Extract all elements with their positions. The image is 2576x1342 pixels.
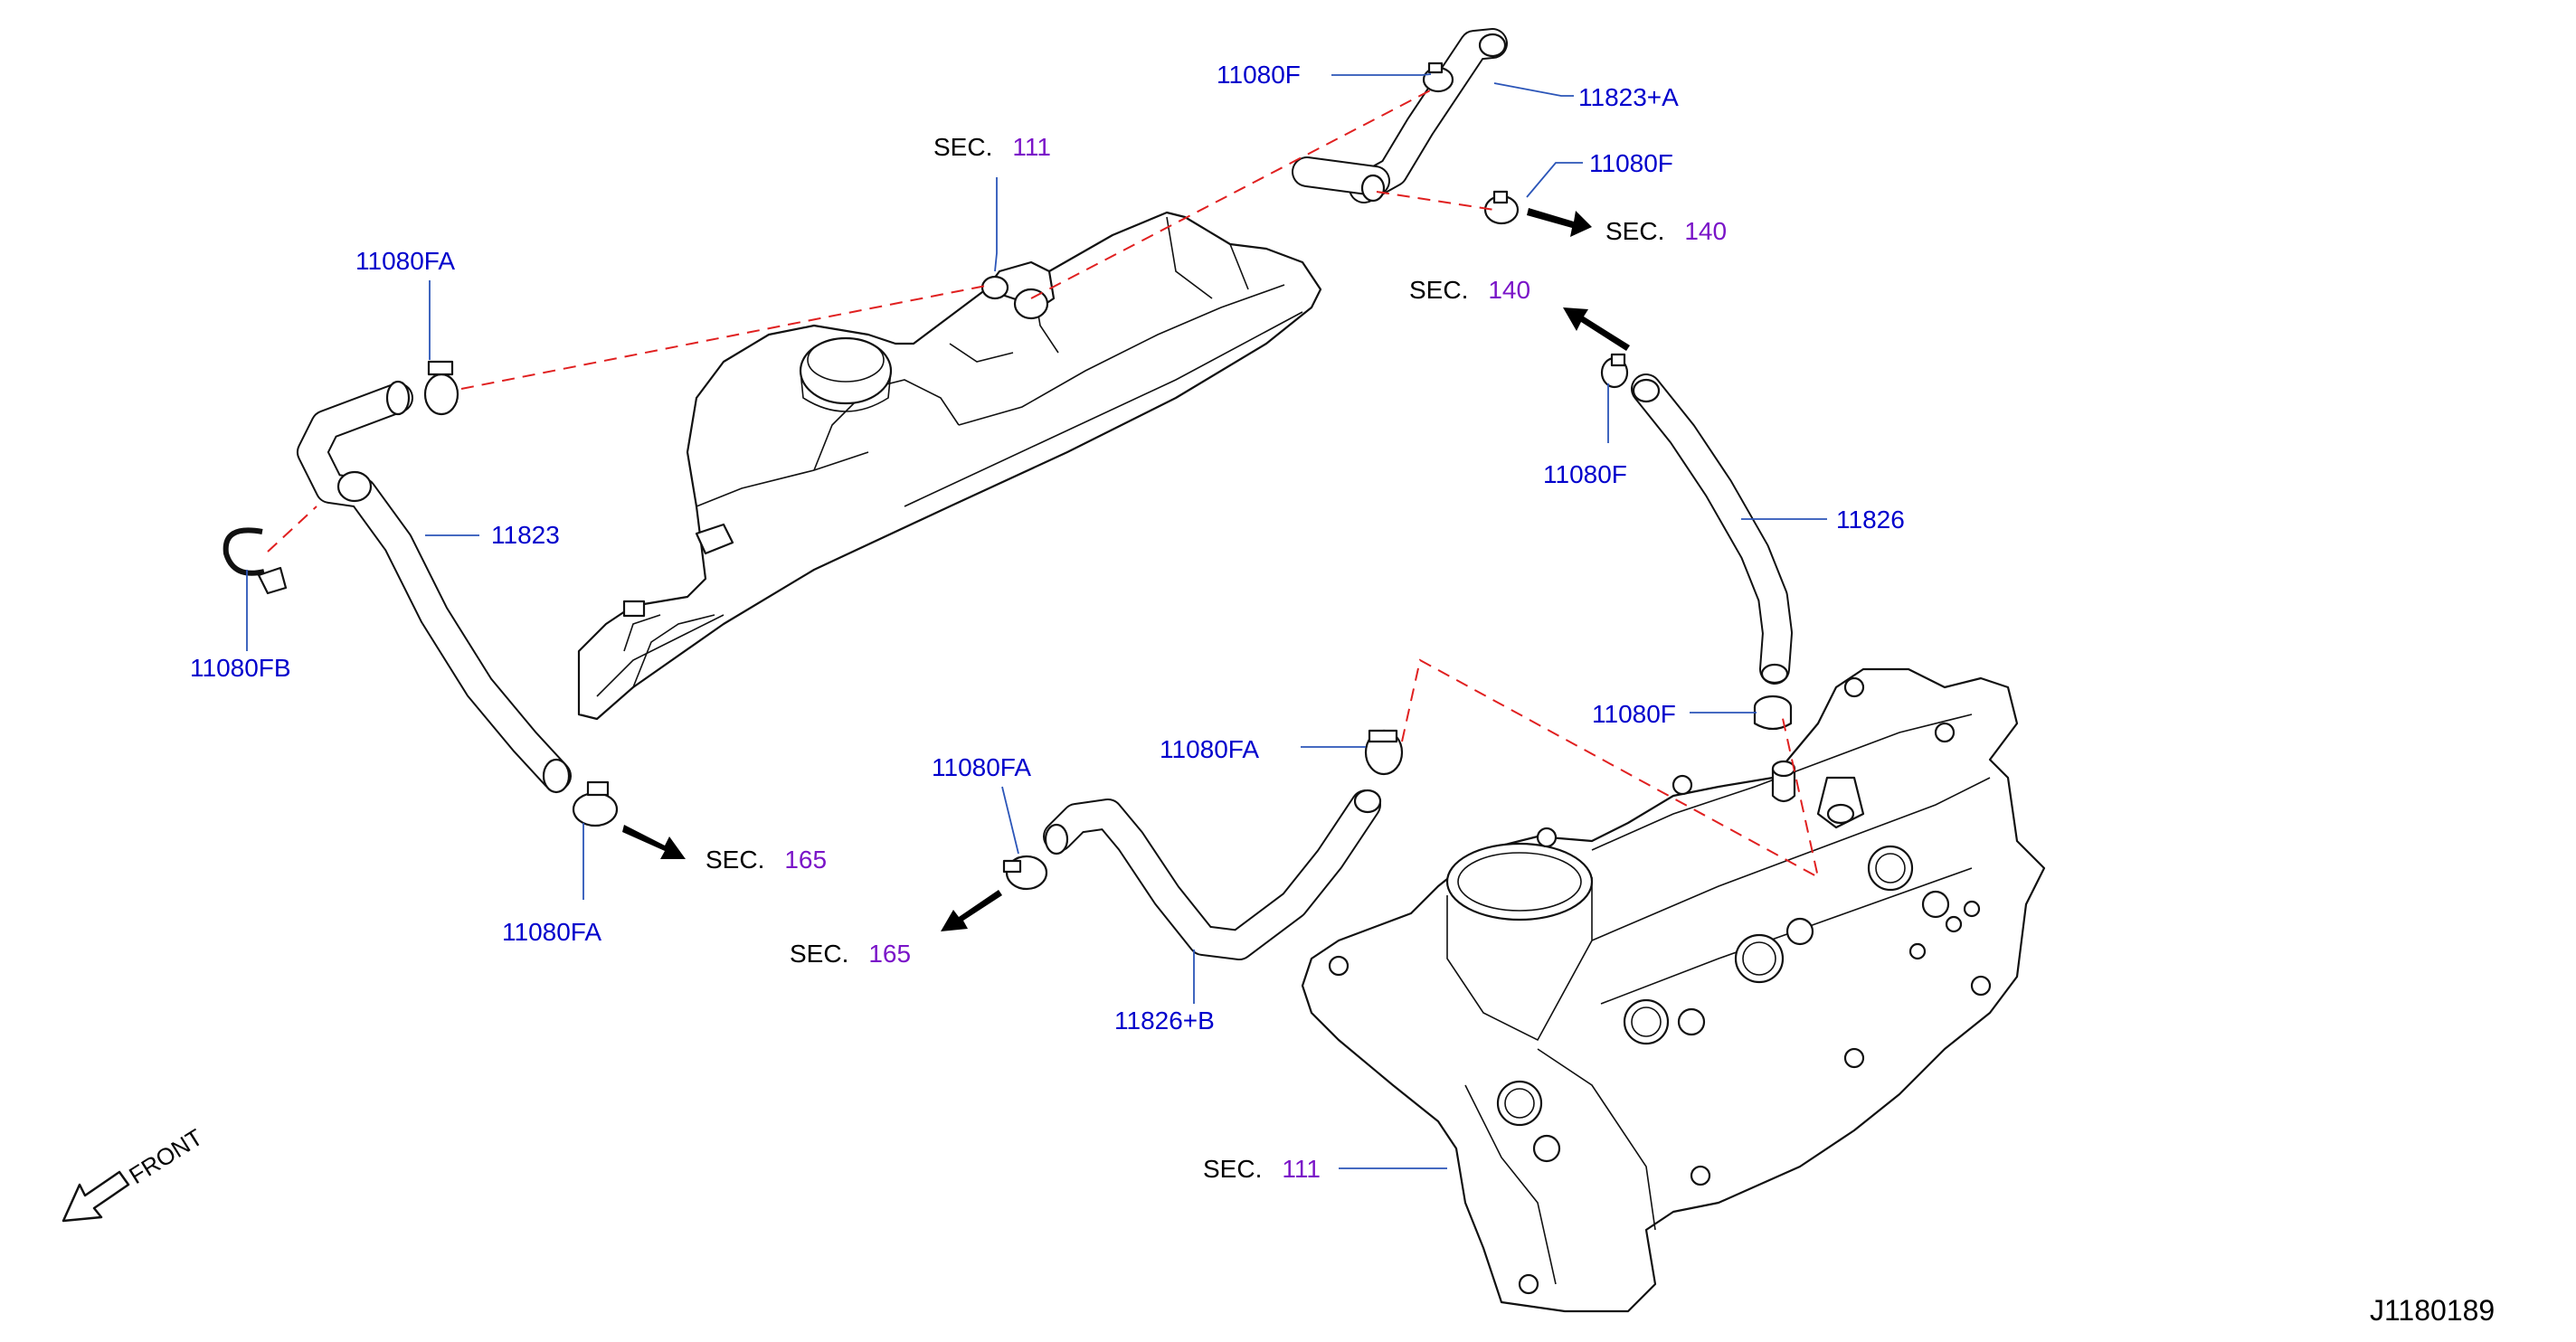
hose-11823 [297, 380, 572, 794]
diagram-code: J1180189 [2370, 1294, 2495, 1327]
label-11080f-right: 11080F [1543, 460, 1627, 488]
arrow-to-sec-140-right [1527, 208, 1592, 237]
sec-111-top: SEC.111 [933, 133, 1051, 161]
leader-lines [246, 73, 1827, 1169]
label-11080fa-center: 11080FA [1160, 735, 1259, 763]
front-label: FRONT [124, 1123, 207, 1189]
label-11080fa-left: 11080FA [355, 247, 455, 275]
front-indicator: FRONT [62, 1123, 207, 1223]
sec-140-upper: SEC.140 [1409, 276, 1530, 304]
label-11823-a: 11823+A [1578, 83, 1679, 111]
label-11826: 11826 [1836, 506, 1905, 534]
arrow-to-sec-165-right [622, 825, 686, 859]
clamp-11080f-right [1600, 353, 1629, 389]
clamp-11080fa-center [1364, 729, 1404, 776]
sec-165-left: SEC.165 [790, 940, 911, 968]
rocker-cover-right [1301, 667, 2046, 1313]
hose-11826-b [1043, 789, 1382, 960]
section-references: SEC.111 SEC.140 SEC.140 SEC.165 SEC.165 … [706, 133, 1727, 1183]
rocker-cover-left [577, 211, 1322, 721]
clamp-11080fa-bottom-left [572, 780, 619, 827]
label-11080f-top: 11080F [1217, 61, 1301, 89]
clamp-11080f-top [1422, 61, 1454, 93]
clamp-11080fa-left [423, 360, 459, 416]
label-11080fa-clamp: 11080FA [932, 753, 1031, 781]
hose-11823-a [1292, 28, 1508, 203]
front-arrow-icon [62, 1170, 130, 1223]
dashed-connections [267, 88, 1820, 879]
clamp-11080fa-clamp [1002, 855, 1048, 891]
label-11823: 11823 [491, 521, 560, 549]
clamp-11080f-lower [1753, 695, 1793, 731]
label-11080fa-bottom-left: 11080FA [502, 918, 601, 946]
label-11080f-lower: 11080F [1592, 700, 1676, 728]
hose-11826 [1631, 373, 1793, 685]
clamp-11080f-mid [1483, 190, 1520, 225]
part-labels: 11080F 11823+A 11080F 11080FA 11823 1108… [190, 61, 1905, 1035]
label-11080f-mid: 11080F [1589, 149, 1673, 177]
sec-140-right: SEC.140 [1605, 217, 1727, 245]
arrow-to-sec-140-upper [1563, 307, 1630, 351]
section-arrows [622, 208, 1630, 931]
clamp-11080fb [223, 527, 288, 595]
label-11080fb: 11080FB [190, 654, 291, 682]
label-11826-b: 11826+B [1114, 1007, 1215, 1035]
arrow-to-sec-165-left [941, 890, 1002, 931]
sec-165-right: SEC.165 [706, 846, 827, 874]
sec-111-bottom: SEC.111 [1203, 1155, 1321, 1183]
